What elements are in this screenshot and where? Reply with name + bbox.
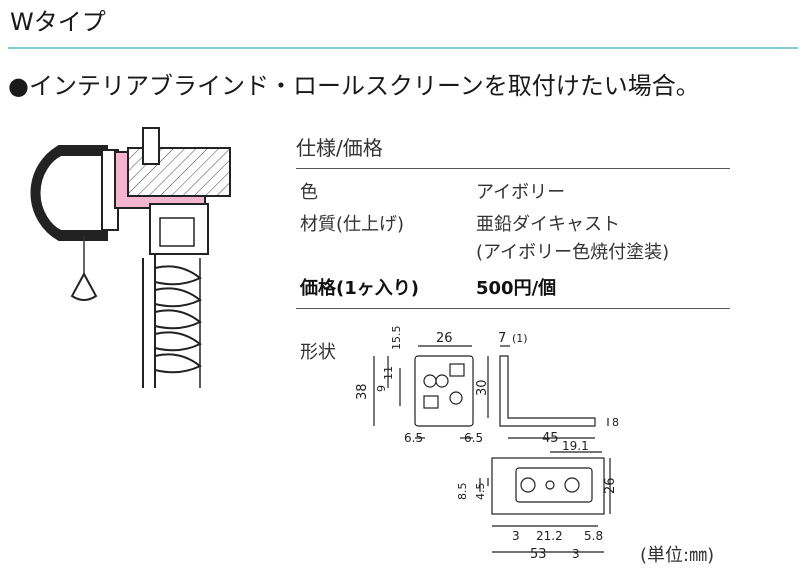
spec-top-rule [296, 168, 730, 169]
dim-3-right: 3 [572, 547, 580, 561]
side-view [499, 355, 596, 427]
dim-8-5: 8.5 [456, 483, 469, 501]
dim-38: 38 [355, 383, 370, 400]
shape-label: 形状 [300, 342, 336, 363]
title-divider [8, 47, 798, 49]
dim-7: 7 [498, 331, 506, 346]
dim-30: 30 [475, 379, 490, 396]
dim-11: 11 [382, 366, 395, 380]
dim-3-left: 3 [512, 529, 520, 543]
dim-53: 53 [530, 547, 547, 562]
lead-text: ●インテリアブラインド・ロールスクリーンを取付けたい場合。 [8, 72, 700, 100]
front-view [414, 355, 474, 427]
pink-bracket [114, 151, 206, 209]
dim-6-5-right: 6.5 [464, 431, 483, 445]
dim-1: (1) [512, 332, 528, 345]
installation-illustration [30, 127, 231, 388]
dim-9: 9 [375, 385, 388, 392]
color-label: 色 [300, 182, 318, 203]
blind-slats [154, 265, 202, 374]
dim-8: 8 [612, 416, 619, 429]
dim-4-5: 4.5 [474, 483, 487, 501]
bracket-technical-drawing: 26 7 (1) 15.5 11 9 38 30 8 6.5 6.5 45 19… [355, 326, 619, 562]
material-finish: (アイボリー色焼付塗装) [476, 242, 670, 263]
dim-45: 45 [542, 431, 559, 446]
dim-5-8: 5.8 [584, 529, 603, 543]
spec-bottom-rule [296, 308, 730, 309]
dim-26-side: 26 [603, 477, 618, 494]
price-value: 500円/個 [476, 278, 557, 299]
plan-view [491, 457, 605, 515]
page-title: Wタイプ [10, 8, 106, 36]
dim-26-top: 26 [436, 331, 453, 346]
unit-note: (単位:㎜) [640, 545, 715, 566]
price-label: 価格(1ヶ入り) [300, 278, 419, 299]
dim-15-5: 15.5 [390, 326, 403, 350]
color-value: アイボリー [476, 182, 566, 203]
material-label: 材質(仕上げ) [300, 214, 405, 235]
dim-21-2: 21.2 [536, 529, 563, 543]
dim-6-5-left: 6.5 [404, 431, 423, 445]
screw [142, 127, 160, 165]
spec-title: 仕様/価格 [296, 136, 383, 160]
dim-19-1: 19.1 [562, 439, 589, 453]
material-value: 亜鉛ダイキャスト [476, 214, 620, 235]
pull-knob [70, 271, 98, 301]
